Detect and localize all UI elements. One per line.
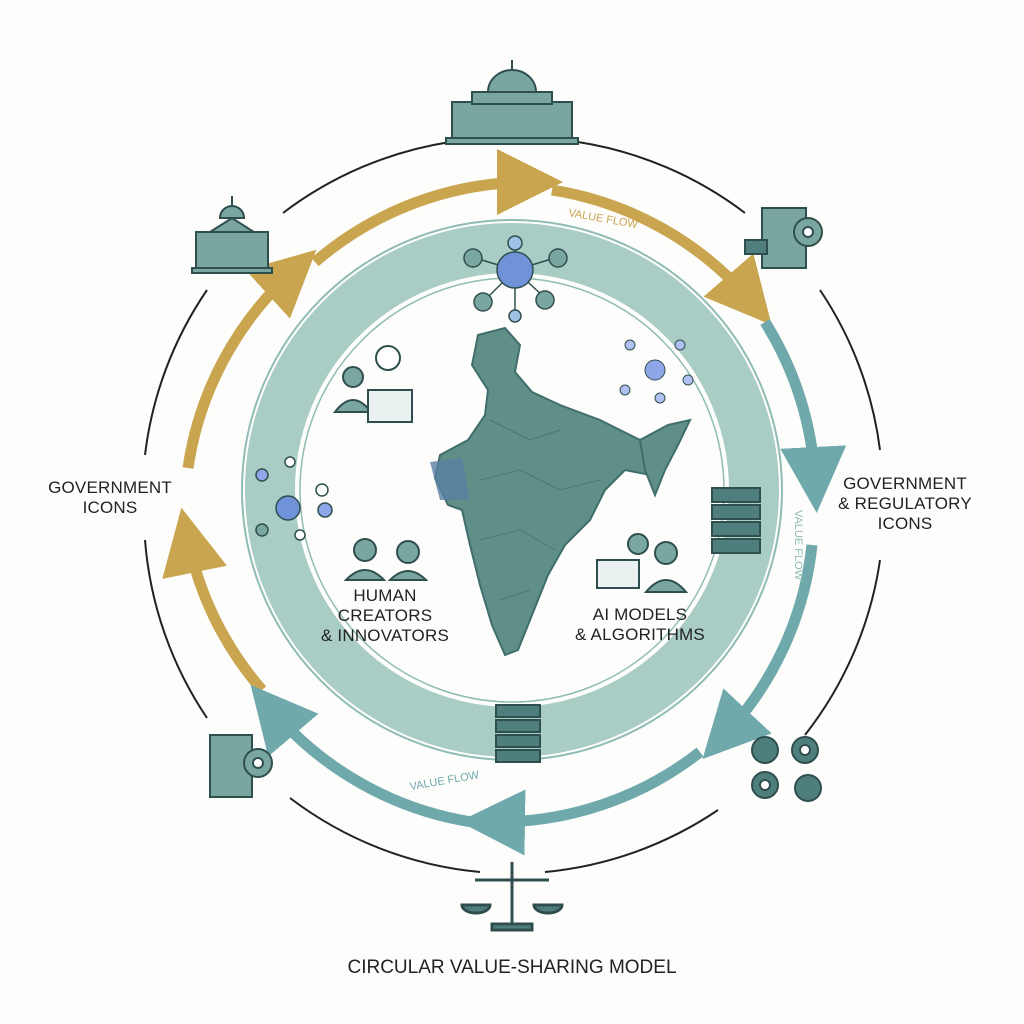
scales-of-justice-icon: [460, 862, 564, 932]
label-line: & INNOVATORS: [320, 626, 450, 645]
network-node-icon-right: [619, 339, 694, 404]
india-map: [433, 326, 657, 657]
outer-ring: [144, 141, 881, 873]
diagram-title: CIRCULAR VALUE-SHARING MODEL: [347, 957, 677, 978]
label-line: & ALGORITHMS: [575, 625, 705, 644]
label-government-icons: GOVERNMENT ICONS: [40, 478, 180, 518]
label-line: AI MODELS: [592, 605, 688, 624]
teal-value-flow-arrows: [250, 319, 847, 856]
value-flow-label-right: VALUE FLOW: [792, 510, 804, 581]
value-flow-label-bottom: VALUE FLOW: [409, 769, 481, 793]
network-node-icon: [463, 235, 568, 323]
ai-people-laptop-icon: [596, 533, 689, 593]
label-line: ICONS: [82, 498, 138, 517]
label-line: & REGULATORY: [838, 494, 972, 513]
document-gear-icon-left: [209, 734, 273, 798]
label-ai-models: AI MODELS & ALGORITHMS: [565, 605, 715, 645]
label-government-regulatory-icons: GOVERNMENT & REGULATORY ICONS: [830, 474, 980, 534]
gold-value-flow-arrows: [162, 149, 772, 694]
document-gear-icon: [744, 207, 823, 269]
human-creators-icon: [343, 538, 429, 581]
capitol-building-icon-top: [445, 60, 579, 145]
network-node-icon-left: [255, 456, 333, 541]
server-rack-icon-right: [711, 487, 761, 554]
label-line: CREATORS: [337, 606, 433, 625]
gears-icon: [751, 736, 822, 802]
label-line: HUMAN: [353, 586, 417, 605]
government-building-icon: [191, 196, 273, 274]
label-line: ICONS: [877, 514, 933, 533]
label-human-creators: HUMAN CREATORS & INNOVATORS: [310, 586, 460, 646]
server-rack-icon-bottom: [495, 704, 541, 763]
label-line: GOVERNMENT: [843, 474, 967, 493]
label-line: GOVERNMENT: [48, 478, 172, 497]
person-laptop-icon: [332, 345, 413, 423]
